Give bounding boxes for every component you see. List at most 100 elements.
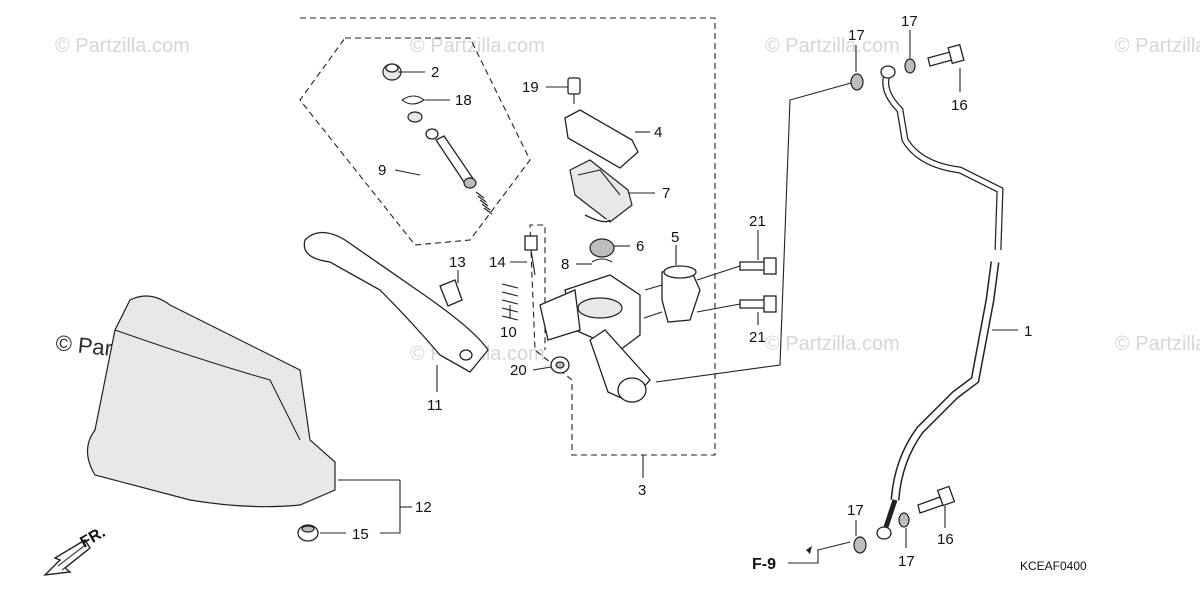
ref-label: F-9: [752, 556, 776, 573]
brake-lever: [303, 231, 489, 373]
hose-end: [882, 499, 898, 531]
leader-5c: [643, 311, 663, 319]
bolt-21b: [739, 299, 766, 309]
clip-8: [591, 258, 613, 263]
washer-17d: [898, 512, 910, 528]
hose-eye-upper: [880, 65, 896, 79]
ref-link: [788, 541, 851, 564]
callout-12: 12: [415, 499, 432, 516]
arrow-down-left-icon: [43, 539, 91, 576]
watermark-2: © Partzilla.com: [410, 35, 545, 57]
washer-17b: [904, 58, 916, 74]
pivot-bolt-14-shank: [530, 249, 536, 276]
reservoir-parts: [564, 77, 639, 263]
group-outlines: [299, 17, 716, 456]
arrow-right-icon: [806, 546, 812, 554]
callout-19: 19: [522, 79, 539, 96]
leader-hose-link: [655, 82, 852, 383]
reference-marker: F-9: [752, 546, 812, 573]
nut-15-top: [301, 525, 315, 533]
lever-hardware: [439, 235, 538, 321]
callout-6: 6: [636, 238, 644, 255]
brake-lever-11: [303, 231, 489, 373]
hose-upper-outer: [882, 70, 1004, 251]
callout-3: 3: [638, 482, 646, 499]
piston-spring: [475, 191, 493, 215]
screw-19: [567, 77, 581, 95]
boot-2-top: [385, 63, 399, 73]
callout-15: 15: [352, 526, 369, 543]
front-indicator: FR.: [43, 524, 108, 576]
watermark-6: © Partzilla.com: [765, 333, 900, 355]
diaphragm-plate-detail: [577, 169, 621, 196]
callout-13: 13: [449, 254, 466, 271]
watermark-7: © Partzilla.com: [1115, 333, 1200, 355]
bolt-16b-head: [936, 485, 956, 507]
piston-assembly-kit: [382, 63, 493, 215]
leader-21b-link: [696, 303, 741, 313]
callout-11: 11: [427, 397, 443, 414]
hose-hardware: [850, 43, 965, 554]
leader-21a-link: [696, 265, 741, 281]
callout-16b: 16: [937, 531, 954, 548]
bolt-16a: [927, 51, 953, 67]
washer: [407, 111, 423, 123]
leader-5b: [644, 284, 663, 291]
circlip-18: [401, 95, 425, 105]
callout-18: 18: [455, 92, 472, 109]
callout-17a: 17: [848, 27, 865, 44]
arrow-hatching: [57, 545, 89, 571]
callout-5: 5: [671, 229, 679, 246]
callout-9: 9: [378, 162, 386, 179]
diaphragm-plate-7: [569, 159, 633, 223]
diaphragm-6: [589, 238, 615, 258]
hose-lower-inner: [892, 261, 998, 501]
callout-21a: 21: [749, 213, 766, 230]
callout-16a: 16: [951, 97, 968, 114]
leader-20: [532, 366, 552, 371]
holder-top: [663, 265, 697, 279]
washer-17a: [850, 73, 864, 91]
diaphragm-lip: [584, 214, 611, 223]
callout-1: 1: [1024, 323, 1032, 340]
callout-20: 20: [510, 362, 527, 379]
callout-14: 14: [489, 254, 506, 271]
reservoir-cap-4: [564, 109, 639, 169]
bolt-16b: [917, 496, 944, 514]
hand-guard: [86, 295, 336, 542]
watermark-4: © Partzilla.com: [1115, 35, 1200, 57]
bolt-16a-head: [947, 43, 965, 65]
lever-pivot-hole: [459, 349, 473, 361]
bolt-21b-head: [763, 295, 777, 313]
leader-lines: [320, 30, 1018, 564]
callout-17c: 17: [847, 502, 864, 519]
hose-port: [617, 377, 647, 403]
callout-17d: 17: [898, 553, 915, 570]
leader-12b: [380, 480, 401, 534]
piston-seal: [425, 128, 439, 140]
callout-10: 10: [500, 324, 517, 341]
hose-upper-inner: [883, 71, 1003, 251]
guard-contour: [114, 329, 301, 441]
callout-17b: 17: [901, 13, 918, 30]
spring-10: [501, 283, 519, 321]
nut-20-hole: [555, 361, 565, 369]
callouts: 2 18 9 19 4 7 6 8 5 21 21 13 14 10 20 11…: [352, 13, 1032, 570]
pivot-bolt-14-head: [524, 235, 538, 251]
diagram-code: KCEAF0400: [1020, 559, 1087, 573]
switch-13: [439, 279, 463, 307]
callout-2: 2: [431, 64, 439, 81]
bolt-21a-head: [763, 257, 777, 275]
hose-eye-lower: [876, 526, 892, 540]
master-cylinder-assembly: [539, 257, 777, 403]
lever-bracket: [539, 289, 581, 341]
washer-17c: [853, 536, 867, 554]
piston-cup: [463, 177, 477, 189]
bolt-21a: [739, 261, 766, 271]
callout-4: 4: [654, 124, 662, 141]
hose-lower-outer: [890, 261, 1000, 501]
watermark-1: © Partzilla.com: [55, 35, 190, 57]
group-outline-3: [300, 17, 716, 456]
leader-9: [394, 169, 421, 176]
